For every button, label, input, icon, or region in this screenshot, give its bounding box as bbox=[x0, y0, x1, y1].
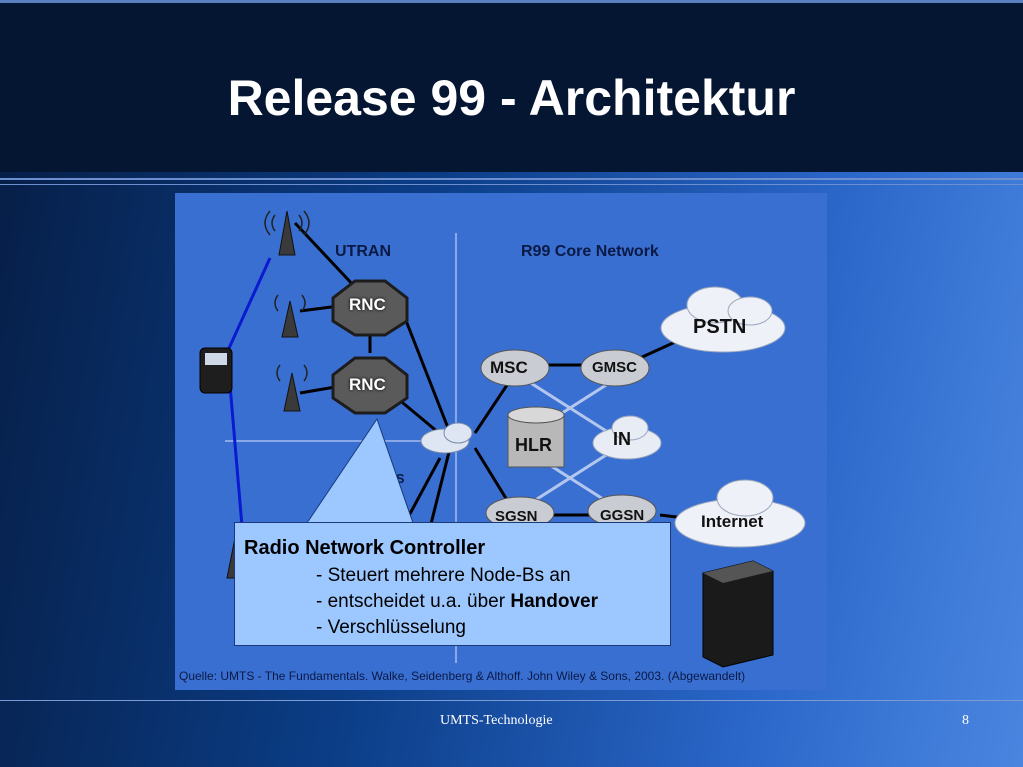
in-label: IN bbox=[613, 429, 631, 449]
rnc-2-label: RNC bbox=[349, 375, 386, 394]
callout-heading: Radio Network Controller bbox=[244, 537, 486, 559]
ggsn-label: GGSN bbox=[600, 507, 645, 524]
core-cloud-icon bbox=[420, 422, 473, 454]
antenna-1 bbox=[278, 210, 296, 256]
slide-header: Release 99 - Architektur bbox=[0, 0, 1023, 172]
slide-title: Release 99 - Architektur bbox=[227, 70, 796, 126]
callout-line-2-bold: Handover bbox=[510, 591, 598, 612]
link-cloud-south bbox=[428, 447, 452, 529]
antenna-3 bbox=[283, 372, 301, 412]
partial-domain-label: ...S bbox=[385, 471, 405, 486]
internet-label: Internet bbox=[701, 512, 764, 531]
msc-router-icon bbox=[480, 349, 550, 387]
antenna-3-waves bbox=[276, 364, 308, 382]
antenna-2 bbox=[281, 300, 299, 338]
gmsc-label: GMSC bbox=[592, 359, 637, 376]
network-graphics bbox=[199, 210, 806, 668]
antenna-2-waves bbox=[274, 294, 306, 312]
page-number: 8 bbox=[962, 713, 969, 728]
hlr-label: HLR bbox=[515, 435, 552, 455]
sgsn-label: SGSN bbox=[495, 508, 538, 525]
callout-line-2-text: - entscheidet u.a. über bbox=[316, 591, 511, 612]
pstn-cloud-icon bbox=[660, 286, 786, 353]
callout-line-2: - entscheidet u.a. über Handover bbox=[316, 591, 598, 613]
rnc-callout: Radio Network Controller - Steuert mehre… bbox=[234, 522, 671, 646]
gmsc-router-icon bbox=[580, 349, 650, 387]
mobile-link-2 bbox=[228, 384, 245, 539]
rnc-1-label: RNC bbox=[349, 295, 386, 314]
header-divider bbox=[0, 178, 1023, 180]
rnc-1-node bbox=[331, 279, 409, 337]
mobile-phone-screen bbox=[205, 353, 227, 365]
in-cloud-icon bbox=[592, 415, 662, 460]
footer-divider bbox=[0, 700, 1023, 701]
rnc-2-node bbox=[331, 356, 409, 415]
header-divider-2 bbox=[0, 184, 1023, 185]
pstn-label: PSTN bbox=[693, 316, 747, 338]
footer-title: UMTS-Technologie bbox=[440, 713, 553, 728]
antenna-1-waves bbox=[264, 210, 310, 236]
callout-line-3: - Verschlüsselung bbox=[316, 617, 466, 638]
msc-label: MSC bbox=[490, 358, 528, 377]
source-caption: Quelle: UMTS - The Fundamentals. Walke, … bbox=[179, 669, 746, 683]
core-network-label: R99 Core Network bbox=[521, 243, 659, 260]
callout-line-1: - Steuert mehrere Node-Bs an bbox=[316, 565, 571, 586]
internet-cloud-icon bbox=[674, 479, 806, 548]
link-rnc1-cloud bbox=[403, 317, 452, 434]
utran-label: UTRAN bbox=[335, 243, 391, 260]
